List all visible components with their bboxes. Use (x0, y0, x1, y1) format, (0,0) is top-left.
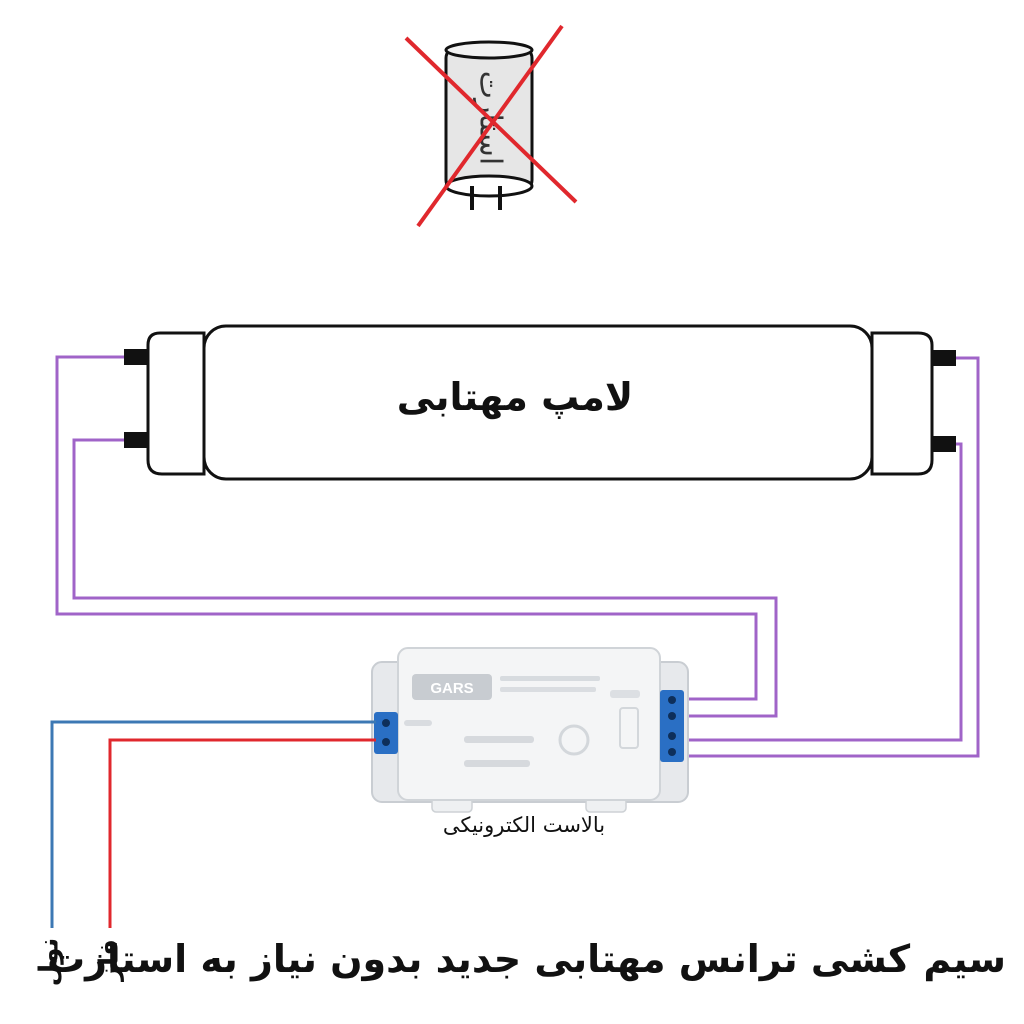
terminal-screw-left-2 (382, 738, 390, 746)
lamp-wires (55, 355, 980, 758)
terminal-screw-right-2 (668, 712, 676, 720)
wire-lamp-left-top (55, 355, 758, 701)
starter: استارت (404, 24, 578, 228)
terminal-screw-left-1 (382, 719, 390, 727)
terminal-screw-right-3 (668, 732, 676, 740)
ballast-embossing (404, 676, 640, 767)
ballast-terminal-left (374, 712, 398, 754)
electronic-ballast: GARS بالاست الکترونیکی (371, 647, 689, 837)
wire-lamp-left-bottom (72, 438, 778, 718)
wire-lamp-right-bottom (686, 442, 963, 742)
lamp-pin-right-top (930, 350, 956, 366)
neutral-label: نول (35, 938, 65, 987)
cross-line-2 (416, 24, 564, 228)
lamp-end-cap-right (870, 331, 934, 476)
cross-line-1 (404, 36, 578, 204)
starter-top (444, 40, 534, 60)
lamp-tube (202, 324, 874, 481)
ballast-terminal-right (660, 690, 684, 762)
terminal-screw-right-4 (668, 748, 676, 756)
lamp-pin-right-bottom (930, 436, 956, 452)
wire-phase (108, 738, 376, 928)
starter-base (444, 174, 534, 198)
wire-lamp-right-top (686, 356, 980, 758)
ballast-brand: GARS (430, 680, 473, 697)
ballast-caption: بالاست الکترونیکی (443, 813, 605, 837)
terminal-screw-right-1 (668, 696, 676, 704)
diagram-title: سیم کشی ترانس مهتابی جدید بدون نیاز به ا… (47, 937, 1006, 982)
ballast-brand-plate (412, 674, 492, 700)
lamp-end-cap-left (146, 331, 206, 476)
lamp-pin-left-top (124, 349, 150, 365)
lamp-label: لامپ مهتابی (397, 375, 633, 419)
phase-label: فاز (95, 939, 125, 983)
lamp-pin-left-bottom (124, 432, 150, 448)
wire-neutral (50, 720, 376, 928)
fluorescent-lamp: لامپ مهتابی (124, 324, 956, 481)
